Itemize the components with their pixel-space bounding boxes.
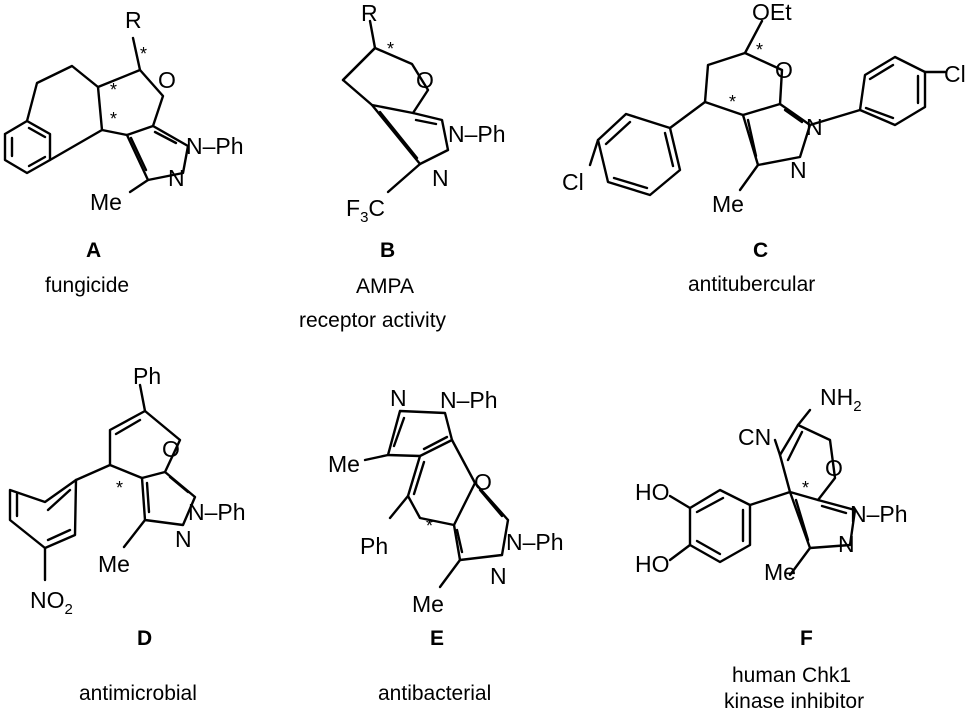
activity-e: antibacterial <box>378 682 491 705</box>
compound-id-a: A <box>86 239 101 262</box>
stereocenter-mark: * <box>729 92 736 112</box>
oxygen-label: O <box>158 67 176 93</box>
compound-id-d: D <box>137 627 152 650</box>
compound-id-c: C <box>753 239 768 262</box>
nitrogen-label: N <box>390 385 407 411</box>
activity-b-line2: receptor activity <box>299 309 447 332</box>
stereocenter-mark: * <box>387 39 394 59</box>
structure-a: R O N–Ph N Me * * * A fungicide <box>3 7 244 297</box>
nitrogen-label: N <box>806 114 823 140</box>
phenyl-label: Ph <box>360 533 388 559</box>
stereocenter-mark: * <box>110 80 117 100</box>
activity-f-line1: human Chk1 <box>732 664 851 687</box>
methyl-label: Me <box>98 551 130 577</box>
methyl-label: Me <box>764 559 796 585</box>
chloro-label: Cl <box>944 61 966 87</box>
compound-id-e: E <box>430 627 444 650</box>
compound-id-b: B <box>380 239 395 262</box>
stereocenter-mark: * <box>426 516 433 536</box>
n-phenyl-label: N–Ph <box>440 387 498 413</box>
oxygen-label: O <box>775 57 793 83</box>
ethoxy-label: OEt <box>752 0 792 25</box>
methyl-label: Me <box>90 189 122 215</box>
structure-d: Ph O N–Ph N Me NO2 * D antimicrobial <box>8 363 246 705</box>
structure-f: NH2 CN O N–Ph N Me HO HO * F human Chk1 … <box>635 384 908 713</box>
n-phenyl-label: N–Ph <box>448 121 506 147</box>
n-phenyl-label: N–Ph <box>186 133 244 159</box>
stereocenter-mark: * <box>116 478 123 498</box>
hydroxy-label: HO <box>635 551 670 577</box>
n-phenyl-label: N–Ph <box>850 501 908 527</box>
structure-c: OEt O N N Me Cl Cl * * C antitubercular <box>562 0 966 296</box>
chloro-label: Cl <box>562 169 584 195</box>
activity-a: fungicide <box>45 274 129 297</box>
oxygen-label: O <box>416 67 434 93</box>
r-group-label: R <box>361 0 378 26</box>
nitro-label: NO2 <box>30 587 73 618</box>
activity-c: antitubercular <box>688 273 815 296</box>
activity-f-line2: kinase inhibitor <box>724 690 864 713</box>
methyl-label: Me <box>712 191 744 217</box>
stereocenter-mark: * <box>802 478 809 498</box>
cyano-label: CN <box>738 424 771 450</box>
methyl-label: Me <box>328 451 360 477</box>
structure-b: R O N–Ph N F3C * B AMPA receptor activit… <box>299 0 506 332</box>
nitrogen-label: N <box>168 165 185 191</box>
stereocenter-mark: * <box>756 40 763 60</box>
trifluoromethyl-label: F3C <box>346 195 385 226</box>
n-phenyl-label: N–Ph <box>506 529 564 555</box>
activity-b-line1: AMPA <box>356 275 414 298</box>
nitrogen-label: N <box>175 526 192 552</box>
structure-e: N N–Ph Me O N–Ph N Ph Me * E antibacteri… <box>328 385 564 705</box>
amino-label: NH2 <box>820 384 862 415</box>
oxygen-label: O <box>162 436 180 462</box>
oxygen-label: O <box>825 455 843 481</box>
n-phenyl-label: N–Ph <box>188 499 246 525</box>
nitrogen-label: N <box>432 165 449 191</box>
nitrogen-label: N <box>838 531 855 557</box>
r-group-label: R <box>125 7 142 33</box>
nitrogen-label: N <box>790 157 807 183</box>
compound-id-f: F <box>800 627 813 650</box>
phenyl-label: Ph <box>133 363 161 389</box>
stereocenter-mark: * <box>140 44 147 64</box>
nitrogen-label: N <box>490 563 507 589</box>
methyl-label: Me <box>412 591 444 617</box>
hydroxy-label: HO <box>635 479 670 505</box>
oxygen-label: O <box>474 469 492 495</box>
activity-d: antimicrobial <box>79 682 197 705</box>
stereocenter-mark: * <box>110 109 117 129</box>
